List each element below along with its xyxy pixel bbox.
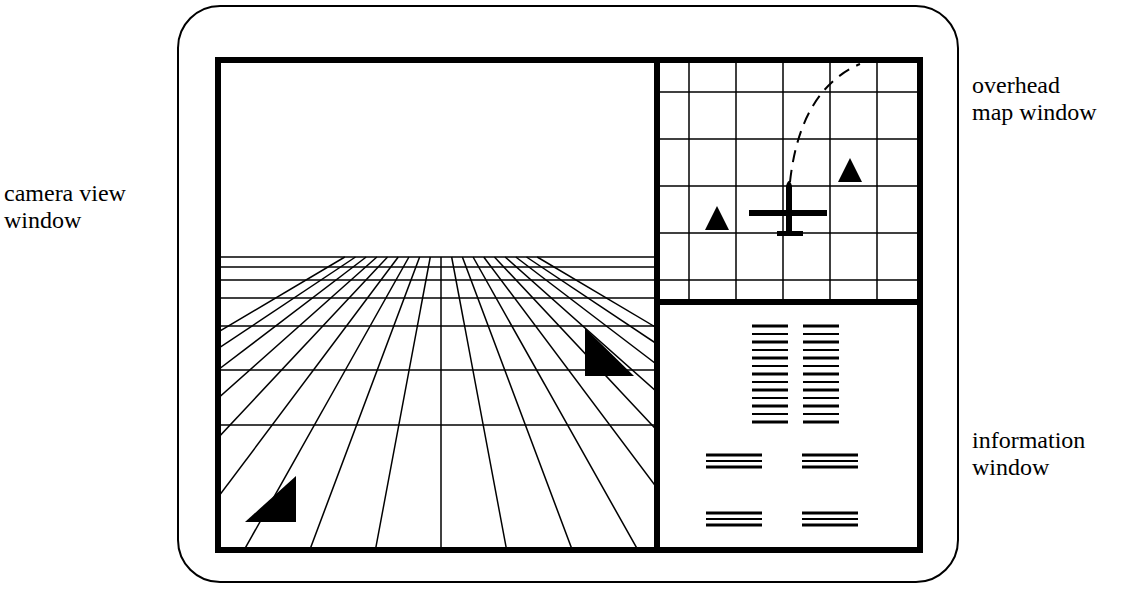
ground-grid: [218, 257, 657, 550]
screen-frame: [218, 60, 920, 550]
info-text-bars: [706, 326, 858, 525]
map-marker: [705, 206, 729, 230]
map-marker: [838, 158, 862, 182]
target-marker: [585, 328, 634, 376]
window-label: camera view window: [4, 180, 136, 234]
window-label: information window: [972, 427, 1100, 481]
device-housing: [178, 6, 958, 582]
map-grid: [657, 60, 920, 302]
target-marker: [245, 476, 296, 522]
window-divider: [657, 299, 920, 305]
aircraft-symbol: [749, 181, 827, 236]
window-label: overhead map window: [972, 72, 1100, 126]
